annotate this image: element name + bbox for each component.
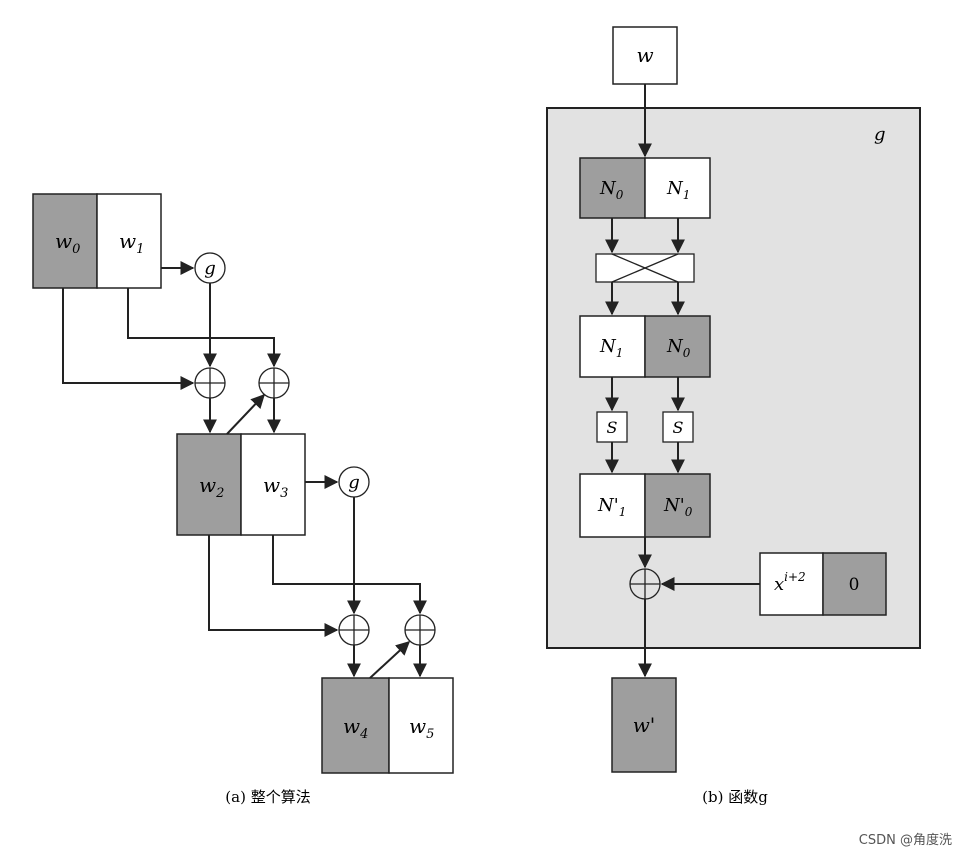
n0-swapped-label: N0 xyxy=(666,336,691,360)
w2-label: w2 xyxy=(199,473,224,501)
w5-box xyxy=(388,677,454,774)
caption-a: (a) 整个算法 xyxy=(225,788,310,806)
input-w-box xyxy=(612,26,678,85)
round-constant-zero-label: 0 xyxy=(849,575,860,595)
w0-box xyxy=(32,193,98,289)
swap-cross-2 xyxy=(611,253,679,283)
w3-box xyxy=(240,433,306,536)
sbox-right xyxy=(662,411,694,443)
round-constant-label: xi+2 xyxy=(774,570,806,595)
caption-b: (b) 函数g xyxy=(702,788,768,806)
round-constant-zero-box xyxy=(822,552,887,616)
input-w-label: w xyxy=(636,43,653,67)
w4-label: w4 xyxy=(343,714,368,742)
w0-label: w0 xyxy=(55,229,80,257)
panel-g-label: g xyxy=(874,124,886,145)
w1-label: w1 xyxy=(119,229,144,257)
n1-label: N1 xyxy=(666,178,690,202)
n0-label: N0 xyxy=(599,178,624,202)
n0-prime-box xyxy=(644,473,711,538)
g-label-1: g xyxy=(204,258,216,279)
function-g-diagram: w g N0 N1 N1 N0 S S N' xyxy=(546,26,921,806)
sbox-left-label: S xyxy=(607,418,618,437)
swap-box xyxy=(595,253,695,283)
w3-label: w3 xyxy=(263,473,288,501)
output-w-label: w' xyxy=(633,713,656,737)
w4-box xyxy=(321,677,390,774)
w1-box xyxy=(96,193,162,289)
sbox-right-label: S xyxy=(673,418,684,437)
n0-prime-label: N'0 xyxy=(663,495,693,519)
key-expansion-diagram: w0 w1 g w2 w3 g xyxy=(32,193,454,806)
output-w-box xyxy=(611,677,677,773)
n0-box xyxy=(579,157,646,219)
round-constant-box xyxy=(759,552,824,616)
g-label-2: g xyxy=(348,472,360,493)
n1-swapped-label: N1 xyxy=(599,336,623,360)
w5-label: w5 xyxy=(409,714,434,742)
watermark-text: CSDN @角度洗 xyxy=(858,833,952,848)
n1-box xyxy=(644,157,711,219)
n1-prime-label: N'1 xyxy=(597,495,626,519)
w2-box xyxy=(176,433,242,536)
